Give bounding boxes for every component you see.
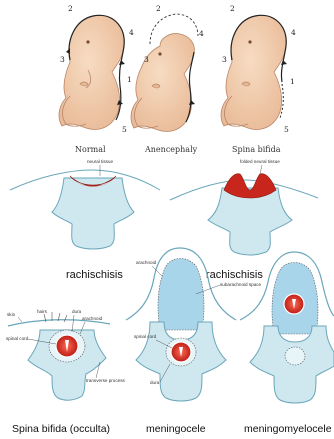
- fetus-spina-bifida: 2 4 3 1 5 Spina bifida: [221, 4, 296, 154]
- label-folded-neural-tissue: folded neural tissue: [240, 159, 280, 164]
- label-number: 2: [68, 4, 73, 13]
- empty-canal: [285, 347, 305, 365]
- fetus-eye: [86, 40, 89, 43]
- label-number: 3: [222, 55, 227, 64]
- leader-line: [72, 315, 74, 332]
- caption-spina-bifida: Spina bifida: [232, 145, 281, 154]
- arrowhead: [281, 60, 287, 65]
- label-number: 1: [290, 77, 295, 86]
- label-hairs: hairs: [37, 309, 48, 314]
- label-dura: dura: [72, 309, 82, 314]
- leader-line: [260, 165, 262, 174]
- arrowhead: [66, 48, 70, 54]
- fetus-body: [59, 15, 124, 129]
- arrowhead: [119, 60, 125, 65]
- caption-meningocele: meningocele: [146, 423, 206, 435]
- fetus-body: [131, 34, 194, 132]
- vertebra: [52, 178, 134, 249]
- fetus-anencephaly: 2 3 4 Anencephaly: [131, 4, 204, 154]
- label-number: 3: [60, 55, 65, 64]
- leader-line: [18, 317, 22, 322]
- caption-normal: Normal: [75, 145, 106, 154]
- label-number: 4: [199, 29, 204, 38]
- label-transverse-process: transverse process: [86, 378, 126, 383]
- fetus-normal: 2 4 1 3 5 Normal: [59, 4, 134, 154]
- label-arachnoid: arachnoid: [136, 260, 157, 265]
- panel-spina-bifida-occulta: skin hairs dura arachnoid spinal cord tr…: [6, 309, 126, 435]
- caption-meningomyelocele: meningomyelocele: [244, 423, 332, 435]
- label-number: 2: [156, 4, 161, 13]
- fetus-body: [221, 15, 286, 129]
- label-spinal-cord: spinal cord: [6, 336, 29, 341]
- label-number: 3: [144, 55, 149, 64]
- label-spinal-cord: spinal cord: [134, 334, 157, 339]
- fetus-eye: [248, 40, 251, 43]
- meningeal-sac: [158, 259, 204, 331]
- label-dura: dura: [150, 380, 160, 385]
- caption-spina-bifida-occulta: Spina bifida (occulta): [12, 423, 110, 435]
- rachischisis-row: neural tissue rachischisis folded neural…: [10, 159, 318, 281]
- caption-rachischisis-right: rachischisis: [206, 269, 263, 281]
- label-number: 5: [284, 125, 289, 134]
- caption-rachischisis-left: rachischisis: [66, 269, 123, 281]
- spina-bifida-types-row: skin hairs dura arachnoid spinal cord tr…: [6, 248, 334, 435]
- caption-anencephaly: Anencephaly: [144, 145, 198, 154]
- fetus-row: 2 4 1 3 5 Normal 2 3 4 Anencephaly: [59, 4, 296, 154]
- folded-neural-tissue: [224, 174, 276, 198]
- label-arachnoid: arachnoid: [82, 316, 103, 321]
- label-subarachnoid-space: subarachnoid space: [220, 282, 262, 287]
- label-number: 4: [129, 28, 134, 37]
- fetus-eye: [158, 52, 161, 55]
- label-number: 2: [230, 4, 235, 13]
- label-skin: skin: [7, 312, 16, 317]
- label-number: 1: [127, 75, 132, 84]
- label-neural-tissue: neural tissue: [87, 159, 113, 164]
- label-number: 4: [291, 28, 296, 37]
- label-number: 5: [122, 125, 127, 134]
